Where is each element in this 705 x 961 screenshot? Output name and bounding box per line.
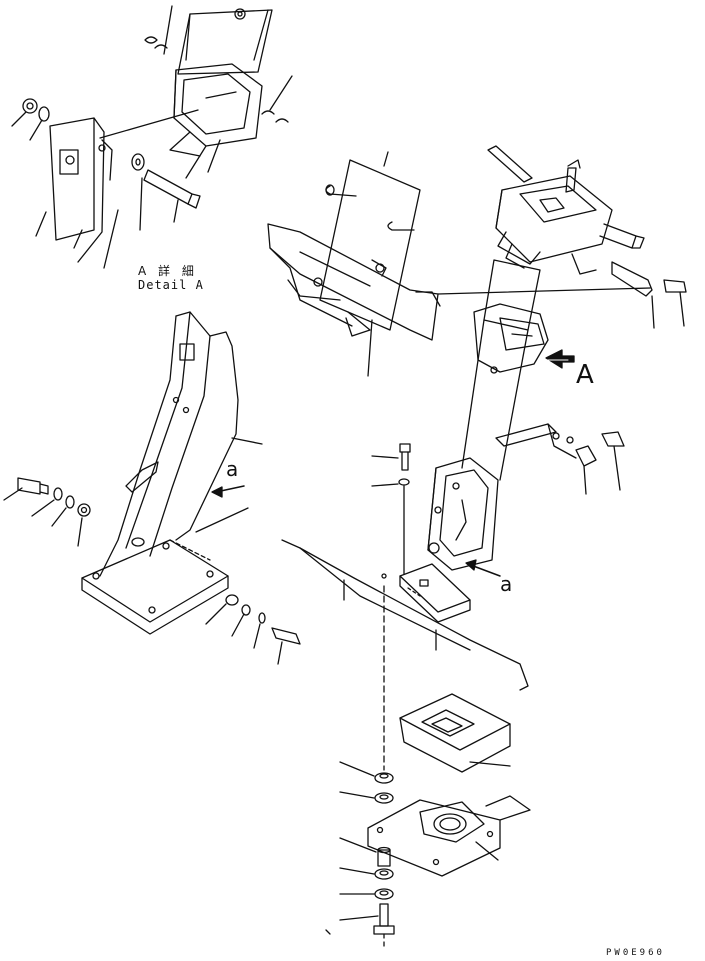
detail-a-assembly [11, 5, 293, 269]
detail-a-label: Detail A [138, 278, 204, 292]
view-direction-letter-a-right: a [500, 572, 513, 596]
view-direction-letter-a-left: a [226, 457, 239, 481]
drawing-id: PW0E960 [606, 948, 665, 958]
lower-plate-parts [325, 693, 531, 951]
lower-bolt-set [205, 594, 301, 665]
detail-a-label-japanese: A 詳 細 [138, 264, 198, 278]
view-direction-letter-A: A [576, 360, 594, 390]
steering-column-assembly [267, 145, 687, 771]
left-bolt-set [3, 477, 91, 547]
steering-column-bracket [81, 311, 263, 635]
